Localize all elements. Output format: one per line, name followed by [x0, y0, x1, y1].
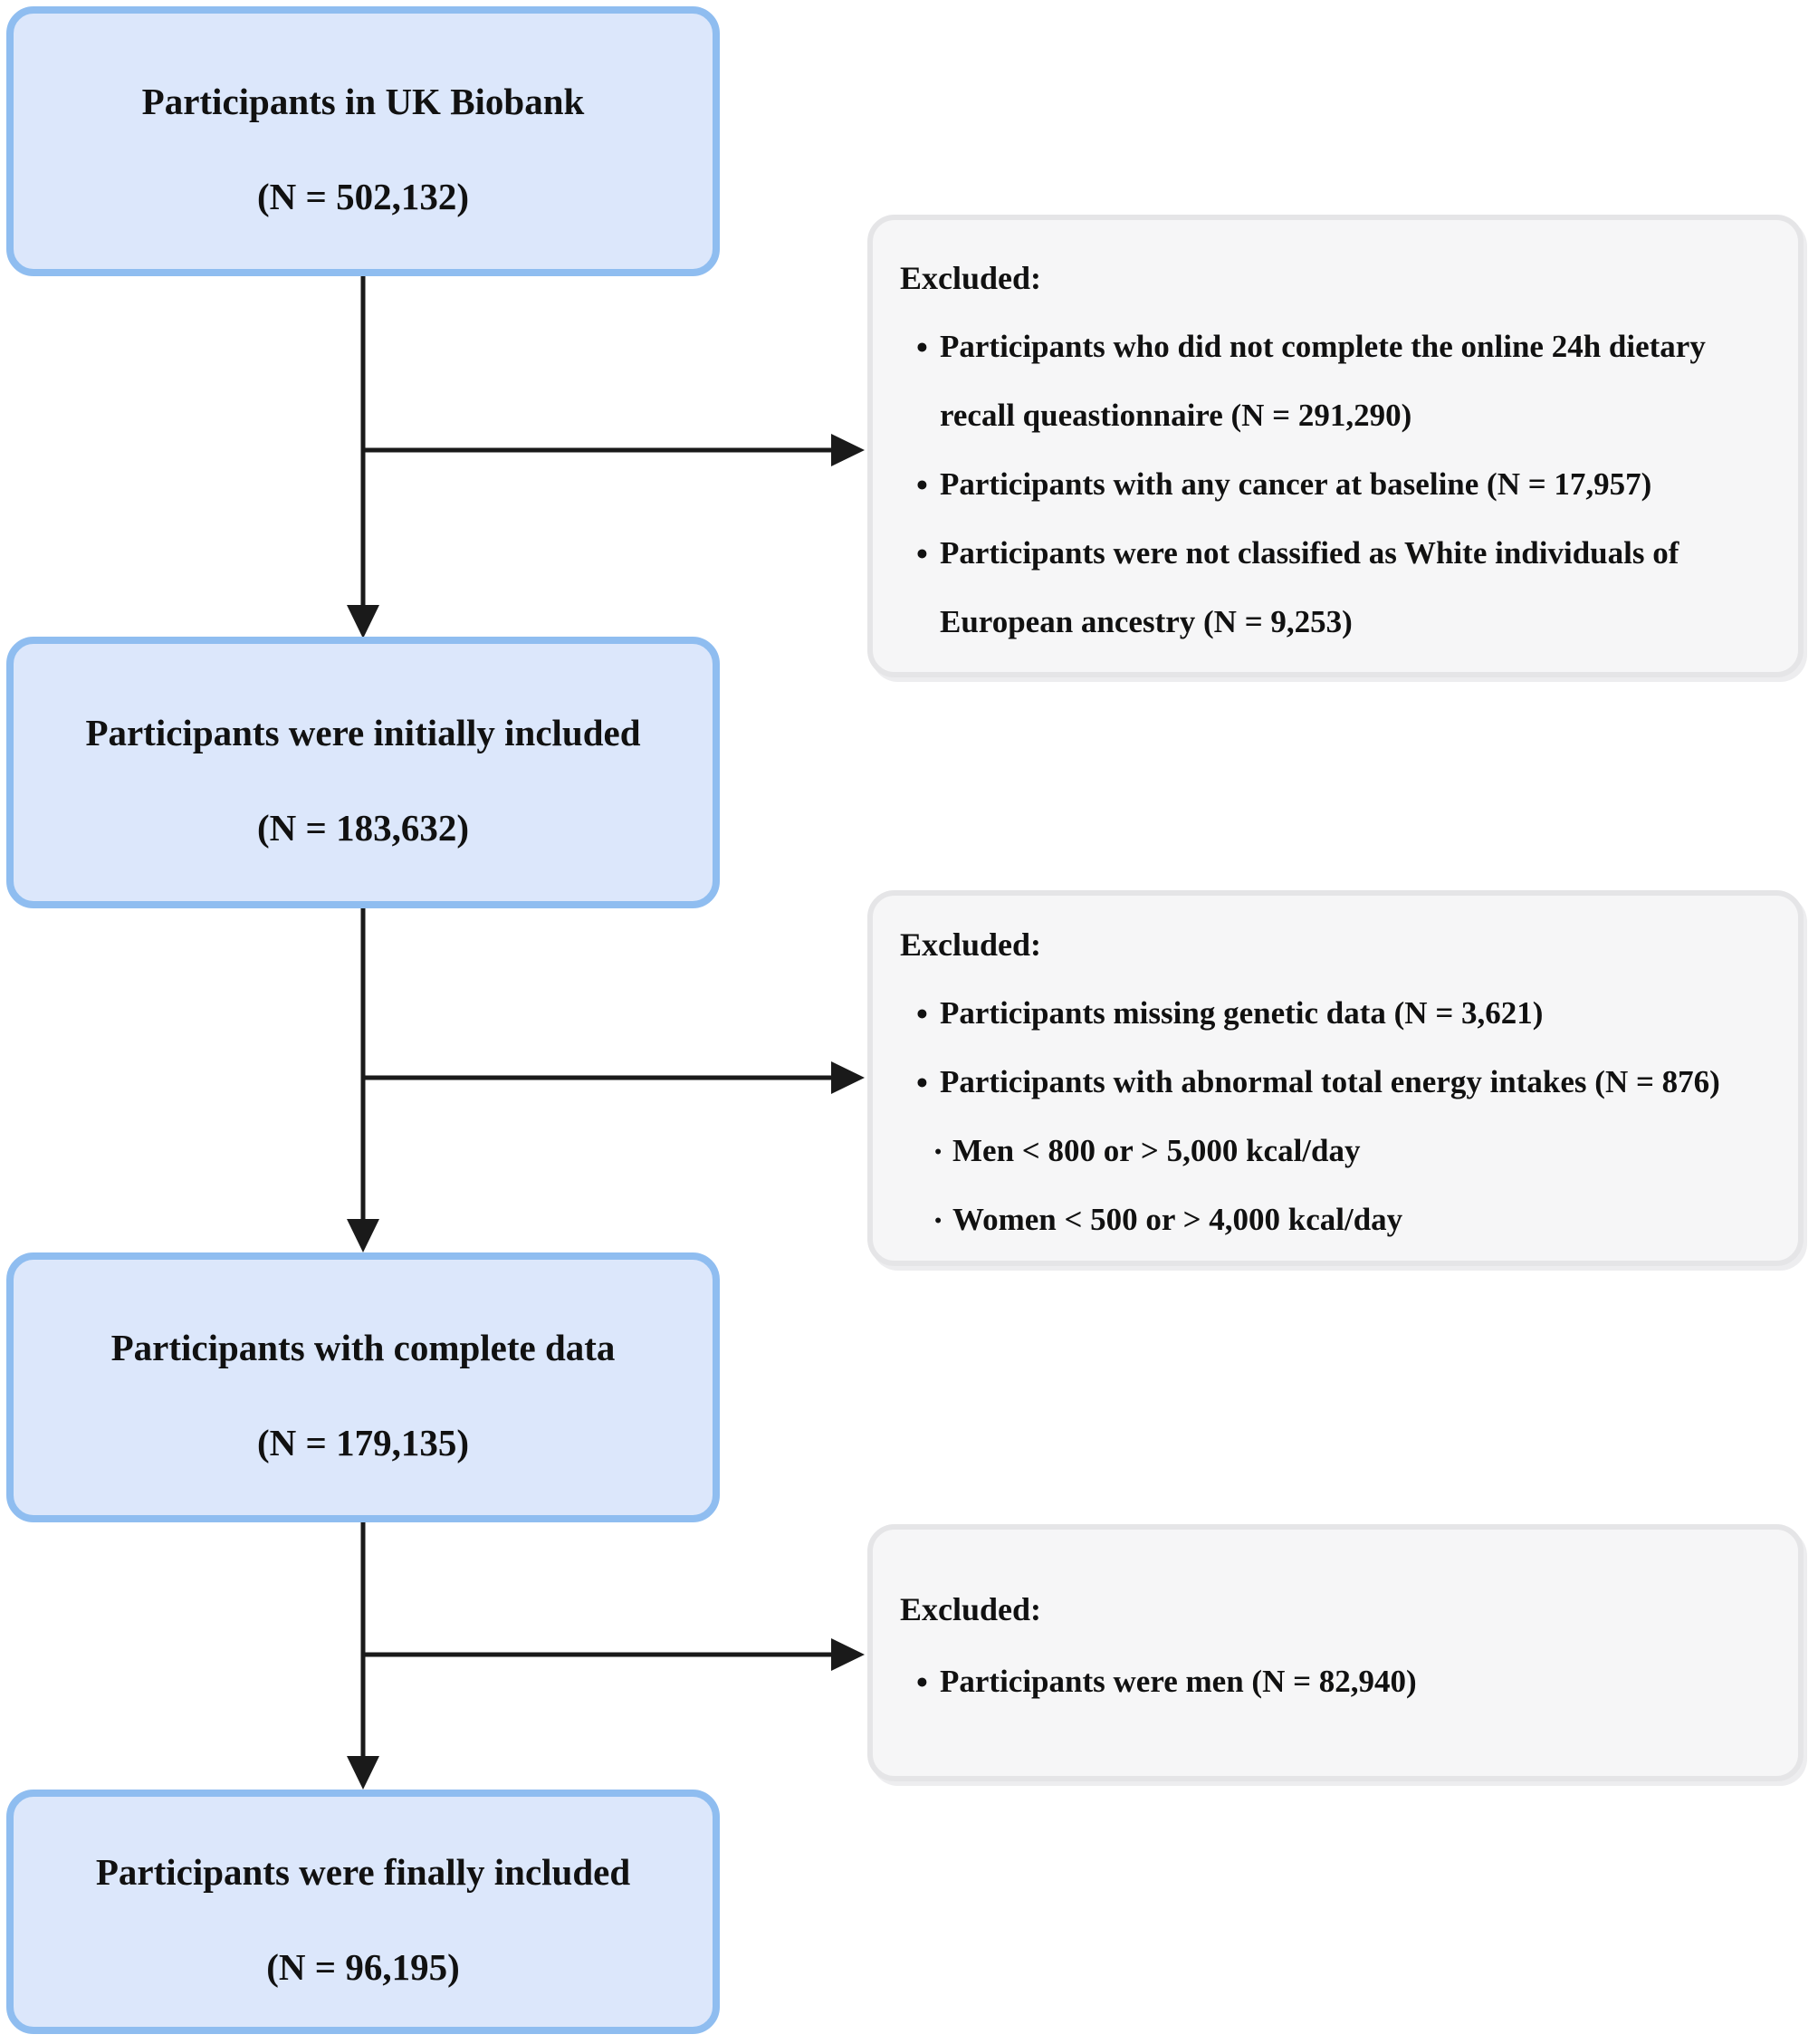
excluded-box-1: Excluded: • Participants who did not com… [867, 215, 1804, 677]
excluded-heading: Excluded: [900, 260, 1042, 296]
excluded-item: • Participants missing genetic data (N =… [873, 979, 1798, 1048]
flow-box-count: (N = 96,195) [266, 1946, 460, 1988]
bullet-icon: • [916, 465, 928, 504]
flow-box-initially-included: Participants were initially included (N … [6, 637, 720, 908]
excluded-item: • Participants were not classified as Wh… [873, 519, 1798, 588]
arrowhead-down-1 [347, 605, 379, 638]
excluded-item-text: Women < 500 or > 4,000 kcal/day [952, 1202, 1403, 1237]
excluded-item: • Participants who did not complete the … [873, 312, 1798, 381]
arrowhead-down-2 [347, 1219, 379, 1252]
arrowhead-right-2 [831, 1061, 865, 1094]
excluded-item-text: Participants with abnormal total energy … [940, 1064, 1720, 1099]
middle-dot-icon: · [933, 1201, 944, 1239]
excluded-item-text: Participants were men (N = 82,940) [940, 1664, 1417, 1699]
excluded-heading: Excluded: [900, 926, 1042, 963]
flow-box-complete-data: Participants with complete data (N = 179… [6, 1252, 720, 1522]
bullet-icon: • [916, 328, 928, 366]
flow-box-count: (N = 183,632) [256, 807, 470, 849]
excluded-item-text: recall queastionnaire (N = 291,290) [940, 398, 1412, 433]
excluded-item-text: Participants who did not complete the on… [940, 329, 1706, 364]
excluded-box-3: Excluded: • Participants were men (N = 8… [867, 1524, 1804, 1781]
bullet-icon: • [916, 994, 928, 1032]
excluded-subitem: · Men < 800 or > 5,000 kcal/day [873, 1117, 1798, 1185]
excluded-item-text: Participants with any cancer at baseline… [940, 466, 1652, 502]
bullet-icon: • [916, 534, 928, 572]
excluded-box-2: Excluded: • Participants missing genetic… [867, 890, 1804, 1266]
excluded-item-continuation: European ancestry (N = 9,253) [873, 588, 1798, 657]
flow-box-finally-included: Participants were finally included (N = … [6, 1790, 720, 2034]
excluded-item: • Participants with any cancer at baseli… [873, 450, 1798, 519]
excluded-item-text: Participants missing genetic data (N = 3… [940, 995, 1544, 1031]
bullet-icon: • [916, 1063, 928, 1101]
excluded-item-text: Participants were not classified as Whit… [940, 535, 1679, 571]
excluded-item-text: European ancestry (N = 9,253) [940, 604, 1353, 639]
flow-box-title: Participants were finally included [95, 1850, 631, 1893]
arrowhead-right-3 [831, 1638, 865, 1671]
excluded-item: • Participants were men (N = 82,940) [873, 1646, 1798, 1718]
flow-box-count: (N = 502,132) [256, 176, 470, 217]
flow-box-title: Participants were initially included [85, 711, 641, 753]
bullet-icon: • [916, 1663, 928, 1701]
arrowhead-down-3 [347, 1756, 379, 1790]
flow-box-title: Participants with complete data [110, 1326, 616, 1368]
excluded-item-continuation: recall queastionnaire (N = 291,290) [873, 381, 1798, 450]
excluded-heading: Excluded: [900, 1591, 1042, 1627]
excluded-subitem: · Women < 500 or > 4,000 kcal/day [873, 1185, 1798, 1254]
arrowhead-right-1 [831, 434, 865, 466]
middle-dot-icon: · [933, 1132, 944, 1170]
excluded-item: • Participants with abnormal total energ… [873, 1048, 1798, 1117]
flow-box-title: Participants in UK Biobank [141, 80, 585, 122]
flow-box-uk-biobank: Participants in UK Biobank (N = 502,132) [6, 6, 720, 276]
flow-box-count: (N = 179,135) [256, 1422, 470, 1463]
excluded-item-text: Men < 800 or > 5,000 kcal/day [952, 1133, 1361, 1168]
